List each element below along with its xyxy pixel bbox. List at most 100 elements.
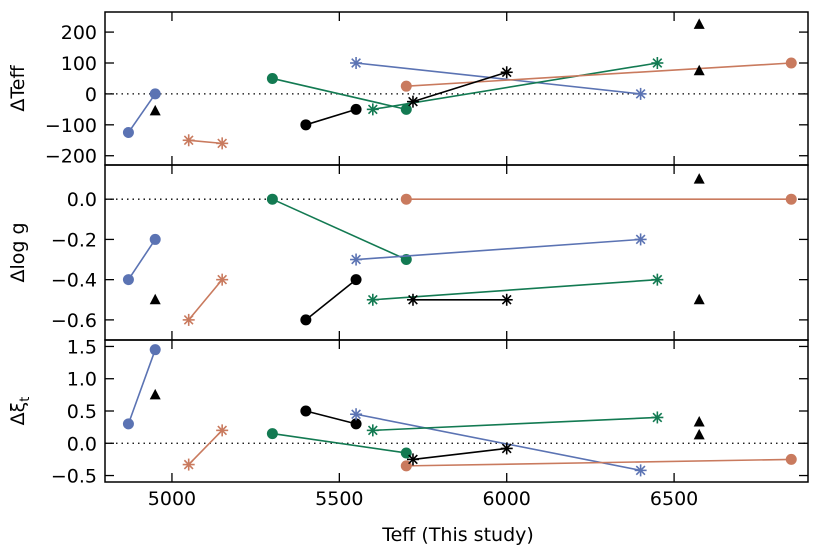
y-tick-label: 0 [85,84,97,106]
data-point [350,408,363,421]
asterisk-stroke [217,274,228,285]
data-point [693,428,705,440]
asterisk-stroke [408,294,418,305]
data-point [651,411,664,424]
data-point [693,293,705,305]
series-line [188,279,223,321]
y-tick-label: −0.4 [51,270,97,292]
asterisk-stroke [652,412,663,423]
series-green-asterisk [366,57,664,116]
data-point [651,57,664,69]
data-point [266,428,278,440]
asterisk-stroke [351,254,361,265]
series-blue-asterisk [350,408,647,477]
data-point [406,95,419,108]
data-point [366,424,379,437]
y-tick-label: 0.5 [67,401,97,423]
data-point [350,103,362,115]
data-point [500,442,513,455]
y-tick-label: 100 [61,53,97,75]
data-point [182,134,195,147]
data-point [366,103,379,116]
asterisk-stroke [367,294,378,305]
series-line [355,62,641,95]
asterisk-stroke [501,443,512,454]
asterisk-stroke [652,58,663,68]
data-point [785,193,797,205]
data-point [149,293,161,305]
data-point [350,418,362,430]
series-black-asterisk [406,442,513,466]
data-point [500,66,513,79]
asterisk-stroke [652,274,663,285]
data-point [149,388,161,400]
data-point [149,104,161,116]
data-point [500,293,513,306]
series-line [305,410,357,425]
asterisk-stroke [501,67,512,78]
data-point [350,274,362,286]
series-black-circle [300,274,362,326]
asterisk-stroke [408,454,418,465]
series-line [355,413,641,472]
x-tick-label: 6000 [483,488,531,510]
series-black-circle [300,405,362,430]
y-tick-label: −0.6 [51,310,97,332]
data-point [149,344,161,356]
data-point [693,64,705,76]
series-line [272,77,407,111]
series-line [127,238,156,281]
series-orange-circle [400,193,797,205]
series-black-circle [300,103,362,131]
data-point [149,88,161,100]
data-point [693,415,705,427]
series-line [372,416,658,432]
series-green-asterisk [366,411,664,437]
data-point [400,193,412,205]
data-point [182,458,195,471]
asterisk-stroke [501,294,512,305]
asterisk-stroke [183,459,194,470]
series-black-triangle [149,173,705,305]
series-line [372,62,658,111]
x-tick-label: 5500 [315,488,363,510]
data-point [122,418,134,430]
data-point [651,273,664,286]
series-orange-circle [400,453,797,472]
series-line [305,108,357,126]
series-line [412,71,507,103]
series-orange-circle [400,57,797,92]
series-green-circle [266,72,412,115]
x-tick-label: 5000 [148,488,196,510]
data-point [122,127,134,139]
data-point [400,80,412,92]
series-blue-circle [122,344,161,430]
asterisk-stroke [183,314,194,325]
data-point [216,137,229,150]
y-axis-title: ΔTeff [7,65,29,112]
data-point [693,18,705,29]
series-line [372,278,658,301]
y-tick-label: −200 [45,146,97,168]
data-point [693,173,705,184]
y-tick-label: −0.2 [51,229,97,251]
series-black-triangle [149,388,705,440]
y-axis-title: Δlog g [7,222,29,282]
data-point [350,57,363,69]
series-line [356,238,641,261]
data-point [300,314,312,326]
series-line [127,349,156,425]
series-orange-asterisk [182,273,229,326]
data-point [634,233,647,246]
series-line [305,279,357,321]
data-point [406,453,419,466]
data-point [785,57,797,69]
asterisk-stroke [351,58,361,68]
asterisk-stroke [635,465,646,476]
series-line [127,93,156,134]
series-orange-asterisk [182,424,229,471]
data-point [300,119,312,131]
series-line [406,458,792,467]
